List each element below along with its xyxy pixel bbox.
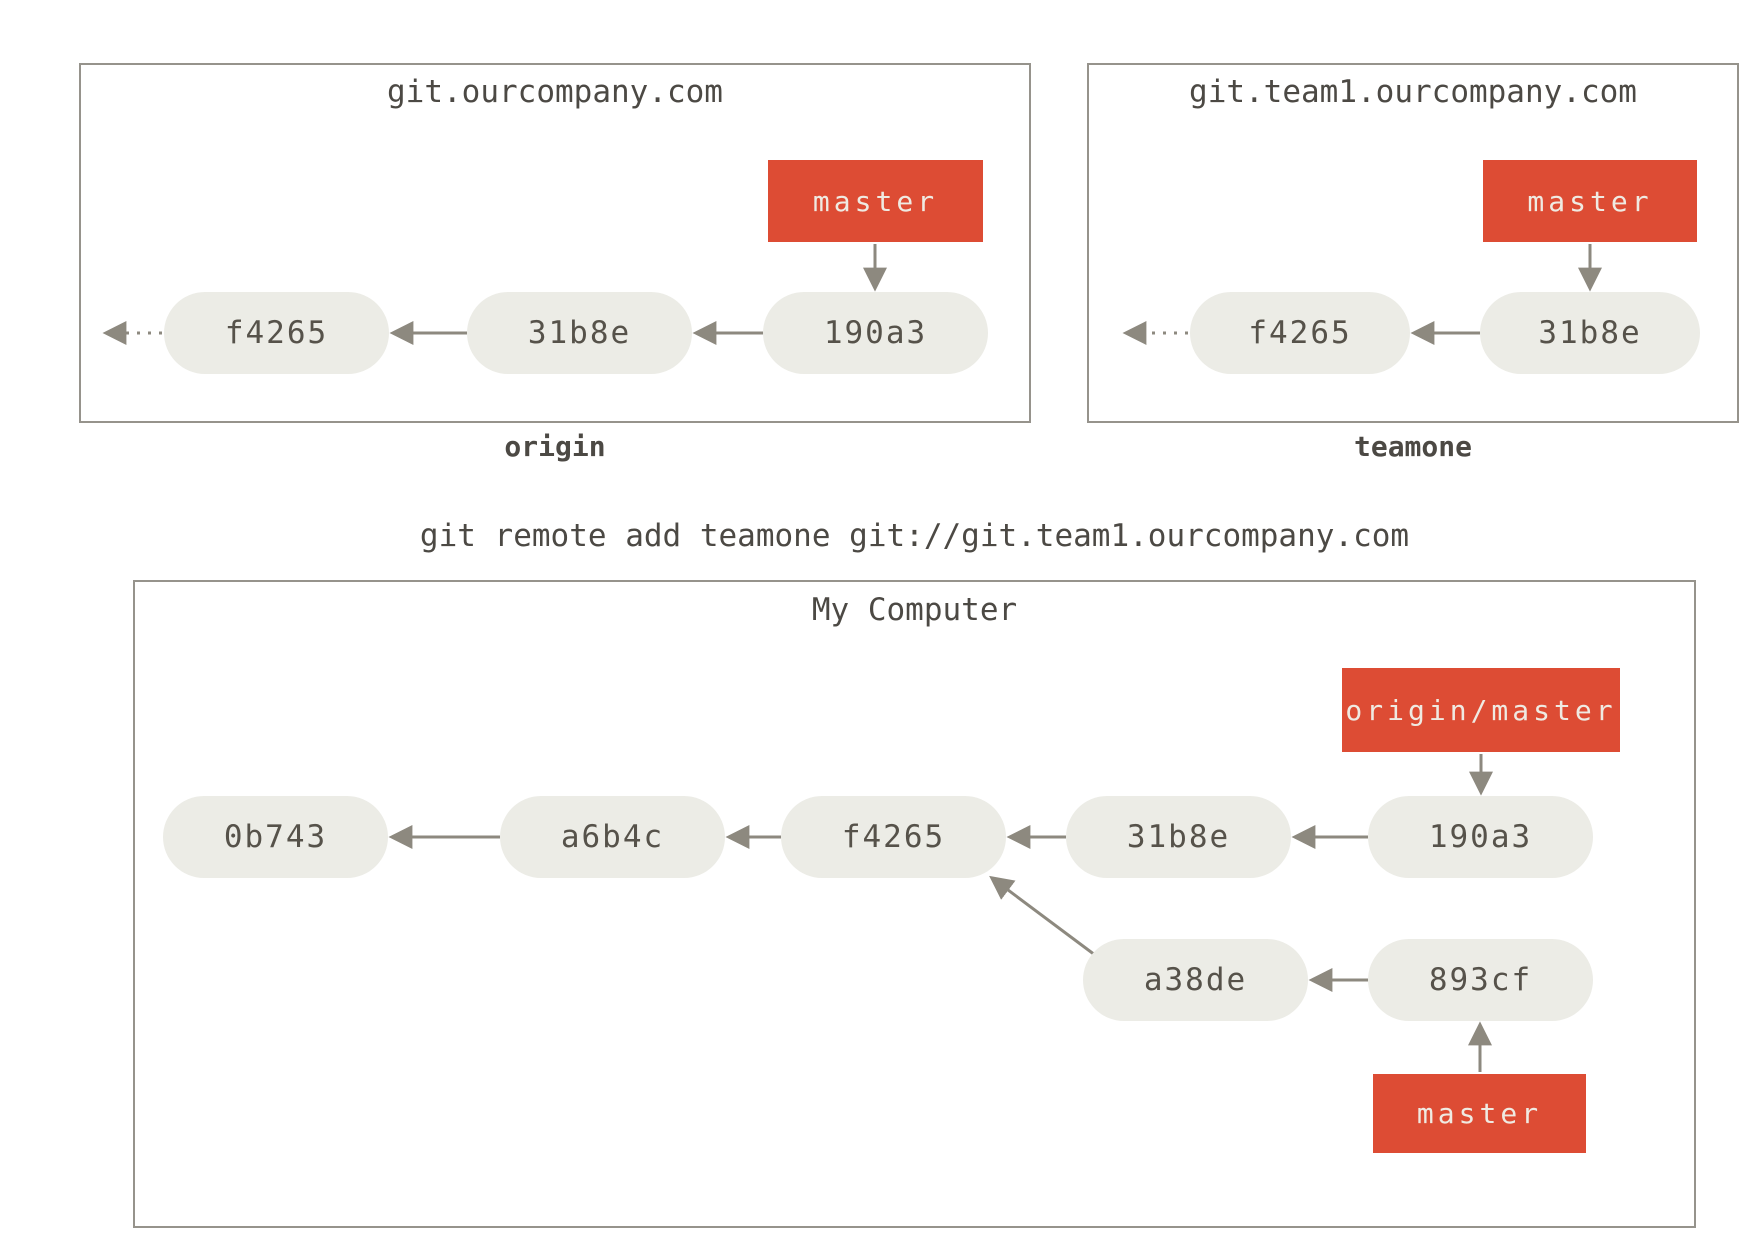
commit-node-local-893cf: 893cf (1368, 939, 1593, 1021)
commit-node-origin-f4265: f4265 (164, 292, 389, 374)
branch-label-origin-master: master (768, 160, 983, 242)
repo-title-local: My Computer (811, 592, 1018, 628)
commit-node-origin-31b8e: 31b8e (467, 292, 692, 374)
branch-label-local-origin-master: origin/master (1342, 668, 1620, 752)
command-text: git remote add teamone git://git.team1.o… (419, 518, 1410, 554)
repo-box-teamone (1087, 63, 1739, 423)
commit-node-local-a6b4c: a6b4c (500, 796, 725, 878)
commit-node-teamone-31b8e: 31b8e (1480, 292, 1700, 374)
commit-node-local-0b743: 0b743 (163, 796, 388, 878)
commit-node-local-f4265: f4265 (781, 796, 1006, 878)
repo-title-teamone: git.team1.ourcompany.com (1189, 74, 1637, 110)
arrow-local-a38de-to-f4265 (989, 875, 1096, 957)
repo-box-local (133, 580, 1696, 1228)
commit-node-local-a38de: a38de (1083, 939, 1308, 1021)
commit-node-origin-190a3: 190a3 (763, 292, 988, 374)
commit-node-local-190a3: 190a3 (1368, 796, 1593, 878)
commit-node-local-31b8e: 31b8e (1066, 796, 1291, 878)
branch-label-local-master: master (1373, 1074, 1586, 1153)
repo-title-origin: git.ourcompany.com (387, 74, 723, 110)
repo-box-origin (79, 63, 1031, 423)
repo-caption-origin: origin (504, 430, 606, 463)
branch-label-teamone-master: master (1483, 160, 1697, 242)
commit-node-teamone-f4265: f4265 (1190, 292, 1410, 374)
repo-caption-teamone: teamone (1353, 430, 1472, 463)
